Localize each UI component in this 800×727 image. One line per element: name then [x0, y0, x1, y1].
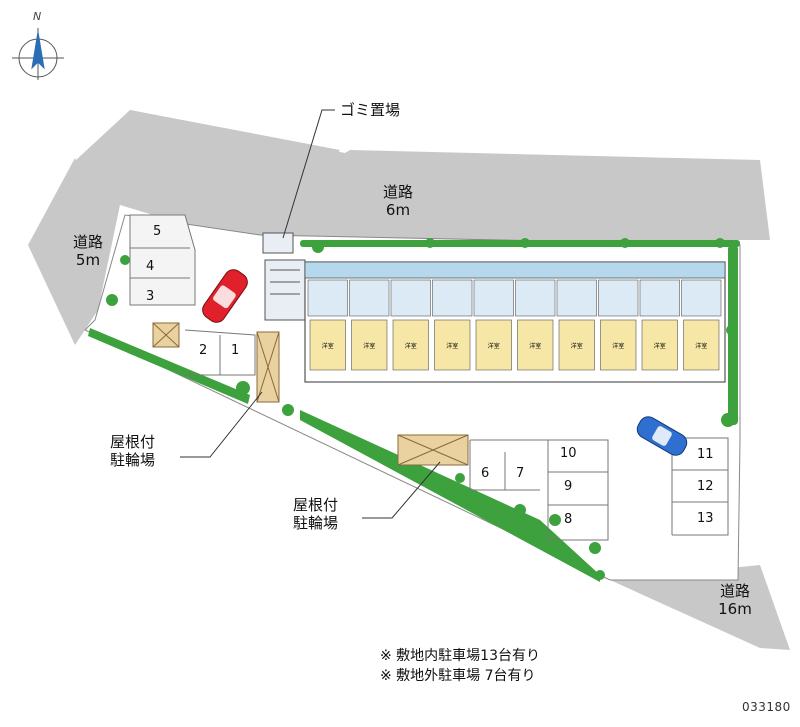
- unit-room-tag: 洋室: [571, 342, 583, 350]
- road-6m: [130, 110, 770, 240]
- road-16m: [610, 565, 790, 650]
- leader-lines: [180, 109, 441, 519]
- apartment-units: 洋室 洋室 洋室 洋室 洋室 洋室 洋室 洋室 洋室 洋室: [307, 279, 722, 371]
- unit-room-tag: 洋室: [322, 342, 334, 350]
- parking-left: [129, 214, 256, 376]
- bike-shelter-label-1: 屋根付駐輪場: [110, 433, 156, 469]
- parking-space-13: 13: [697, 511, 714, 526]
- blue-car: [636, 416, 688, 456]
- parking-space-11: 11: [697, 447, 714, 462]
- parking-space-3: 3: [146, 289, 155, 304]
- parking-space-4: 4: [146, 259, 155, 274]
- unit-room-tag: 洋室: [488, 342, 500, 350]
- apartment-unit: 洋室: [639, 279, 680, 371]
- note-onsite-parking: ※ 敷地内駐車場13台有り: [380, 648, 540, 664]
- red-car: [202, 269, 248, 323]
- apartment-unit: 洋室: [515, 279, 556, 371]
- map-code: 033180: [742, 700, 791, 714]
- unit-room-tag: 洋室: [363, 342, 375, 350]
- parking-space-7: 7: [516, 466, 525, 481]
- parking-space-9: 9: [564, 479, 573, 494]
- hedge-trees: [88, 238, 740, 582]
- bike-shelter-label-2: 屋根付駐輪場: [293, 496, 339, 532]
- parking-space-1: 1: [231, 343, 240, 358]
- apartment-unit: 洋室: [307, 279, 348, 371]
- parking-space-2: 2: [199, 343, 208, 358]
- unit-room-tag: 洋室: [529, 342, 541, 350]
- parking-space-12: 12: [697, 479, 714, 494]
- compass-rose: [12, 28, 64, 80]
- apartment-unit: 洋室: [556, 279, 597, 371]
- parking-space-6: 6: [481, 466, 490, 481]
- note-offsite-parking: ※ 敷地外駐車場 7台有り: [380, 668, 536, 684]
- parking-space-5: 5: [153, 224, 162, 239]
- unit-room-tag: 洋室: [446, 342, 458, 350]
- apartment-unit: 洋室: [473, 279, 514, 371]
- apartment-unit: 洋室: [432, 279, 473, 371]
- parking-space-10: 10: [560, 446, 577, 461]
- bike-shelter-1: [256, 331, 280, 403]
- unit-room-tag: 洋室: [654, 342, 666, 350]
- bike-shelter-2: [397, 434, 469, 466]
- apartment-unit: 洋室: [681, 279, 722, 371]
- apartment-unit: 洋室: [349, 279, 390, 371]
- parking-center: [469, 439, 609, 541]
- bike-shelter-small: [152, 322, 180, 348]
- parking-space-8: 8: [564, 512, 573, 527]
- apartment-unit: 洋室: [390, 279, 431, 371]
- unit-room-tag: 洋室: [695, 342, 707, 350]
- apartment-unit: 洋室: [598, 279, 639, 371]
- unit-room-tag: 洋室: [612, 342, 624, 350]
- unit-room-tag: 洋室: [405, 342, 417, 350]
- garbage-label: ゴミ置場: [340, 101, 401, 119]
- north-label: N: [33, 10, 42, 23]
